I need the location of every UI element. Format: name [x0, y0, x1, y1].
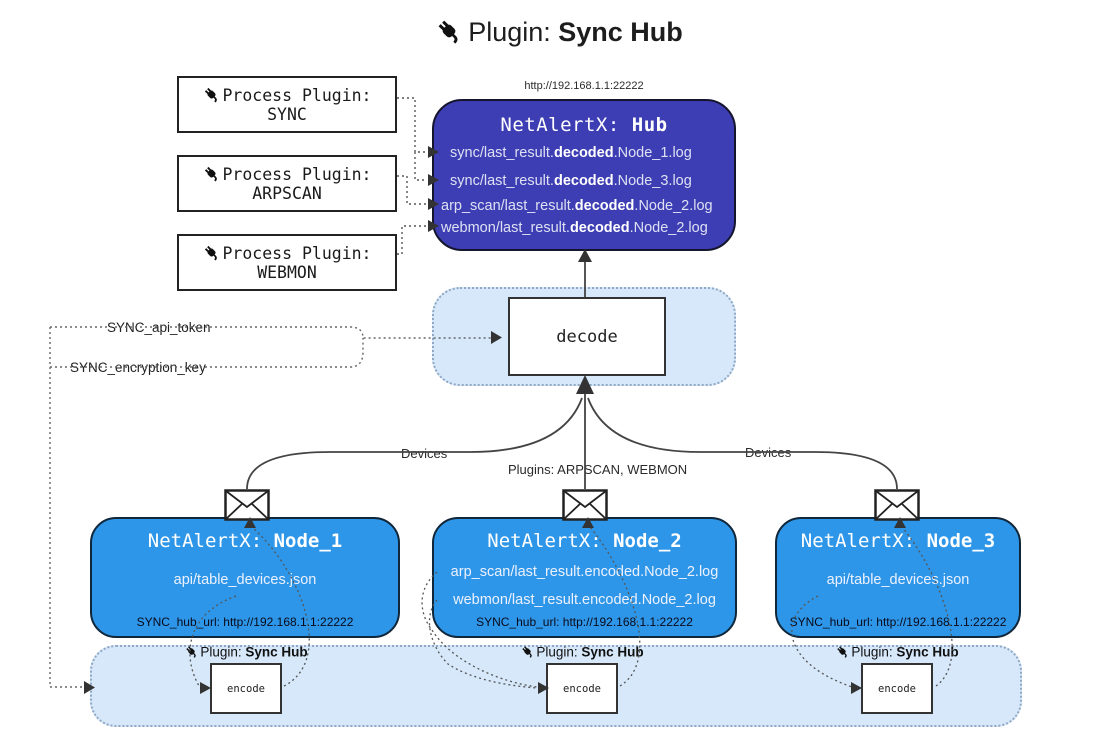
process-plugin-label: Process Plugin:: [179, 164, 395, 184]
plug-icon: [438, 20, 458, 44]
process-plugin-box-sync: Process Plugin: SYNC: [177, 76, 397, 133]
page-title-bold: Sync Hub: [558, 17, 683, 47]
process-plugin-name: ARPSCAN: [252, 184, 322, 203]
node-line: webmon/last_result.encoded.Node_2.log: [453, 592, 716, 608]
plug-icon: [186, 646, 197, 658]
node-hub-url: SYNC_hub_url: http://192.168.1.1:22222: [789, 615, 1007, 629]
plug-icon: [205, 245, 218, 261]
envelope-icon: [224, 489, 270, 521]
process-plugin-name: WEBMON: [257, 263, 317, 282]
envelope-icon: [874, 489, 920, 521]
token-label-api: SYNC_api_token: [103, 320, 215, 335]
plug-icon: [837, 646, 848, 658]
plug-icon: [522, 646, 533, 658]
band-label: Plugin: Sync Hub: [146, 644, 346, 660]
band-label: Plugin: Sync Hub: [482, 644, 682, 660]
token-label-encryption-key: SYNC_encryption_key: [66, 360, 210, 375]
page-title: Plugin: Sync Hub: [0, 16, 1117, 48]
plug-icon: [205, 87, 218, 103]
edge-label-devices-left: Devices: [398, 446, 451, 461]
process-plugin-name: SYNC: [267, 105, 307, 124]
hub-url-label: http://192.168.1.1:22222: [524, 80, 644, 92]
node-line: api/table_devices.json: [826, 572, 970, 588]
node-title: NetAlertX: Node_2: [487, 530, 682, 552]
edge-label-plugins: Plugins: ARPSCAN, WEBMON: [505, 462, 691, 477]
hub-box: NetAlertX: Hub sync/last_result.decoded.…: [432, 99, 736, 251]
process-plugin-label: Process Plugin:: [179, 85, 395, 105]
node-title: NetAlertX: Node_3: [800, 530, 996, 552]
envelope-icon: [562, 489, 608, 521]
page-title-prefix: Plugin:: [468, 17, 559, 47]
node-box-3: NetAlertX: Node_3 api/table_devices.json…: [775, 517, 1021, 638]
node-line: arp_scan/last_result.encoded.Node_2.log: [450, 564, 719, 580]
decode-box: decode: [508, 297, 666, 376]
band-label: Plugin: Sync Hub: [797, 644, 997, 660]
node-line: api/table_devices.json: [173, 572, 317, 588]
plug-icon: [205, 166, 218, 182]
hub-log-line: webmon/last_result.decoded.Node_2.log: [441, 220, 708, 236]
hub-log-line: sync/last_result.decoded.Node_3.log: [450, 173, 692, 189]
node-hub-url: SYNC_hub_url: http://192.168.1.1:22222: [476, 615, 693, 629]
node-hub-url: SYNC_hub_url: http://192.168.1.1:22222: [136, 615, 354, 629]
encode-box-1: encode: [210, 663, 282, 714]
node-box-2: NetAlertX: Node_2 arp_scan/last_result.e…: [432, 517, 737, 638]
hub-title: NetAlertX: Hub: [434, 114, 734, 136]
encode-box-3: encode: [861, 663, 933, 714]
hub-log-line: arp_scan/last_result.decoded.Node_2.log: [441, 198, 713, 214]
process-plugin-label: Process Plugin:: [179, 243, 395, 263]
edge-plugins-to-hub: [397, 97, 426, 255]
encode-box-2: encode: [546, 663, 618, 714]
process-plugin-box-webmon: Process Plugin: WEBMON: [177, 234, 397, 291]
hub-title-prefix: NetAlertX:: [500, 114, 632, 136]
process-plugin-box-arpscan: Process Plugin: ARPSCAN: [177, 155, 397, 212]
node-box-1: NetAlertX: Node_1 api/table_devices.json…: [90, 517, 400, 638]
node-title: NetAlertX: Node_1: [147, 530, 343, 552]
hub-title-bold: Hub: [631, 114, 668, 136]
edge-label-devices-right: Devices: [742, 445, 795, 460]
hub-log-line: sync/last_result.decoded.Node_1.log: [450, 145, 692, 161]
